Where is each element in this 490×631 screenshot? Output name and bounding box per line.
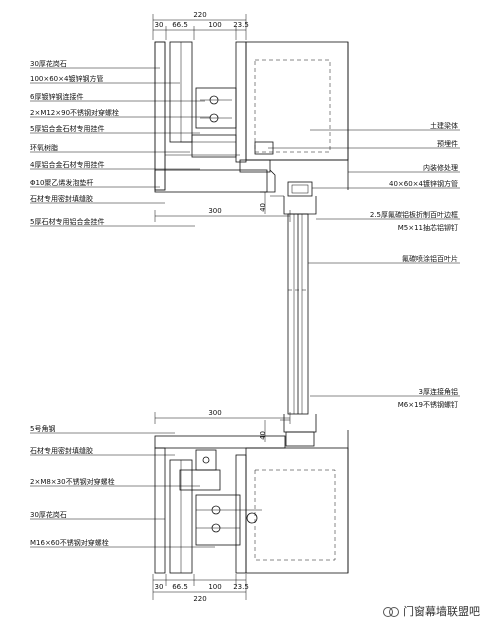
watermark: 门窗幕墙联盟吧 — [383, 603, 480, 619]
right-leader-lines — [268, 129, 460, 397]
label-steel-tube: 100×60×4镀锌钢方管 — [30, 74, 103, 83]
lower-louver-frame — [280, 414, 317, 447]
label-angle-alu: 3厚连接角铝 — [419, 387, 458, 396]
left-leader-lines — [30, 67, 215, 548]
label-embed-plate: 预埋件 — [437, 139, 458, 148]
label-louver-blade: 氟碳喷涂铝百叶片 — [402, 254, 458, 263]
label-sealant-lower: 石材专用密封填缝胶 — [30, 446, 93, 455]
lower-stone-assembly — [154, 435, 286, 574]
label-bolt-m8: 2×M8×30不锈钢对穿螺栓 — [30, 477, 115, 486]
label-sealant-upper: 石材专用密封填缝胶 — [30, 194, 93, 203]
top-total-dim: 220 — [193, 11, 206, 19]
bottom-dimension: 30 66.5 100 23.5 220 — [152, 574, 249, 603]
label-hanger-4: 4厚铝合金石材专用挂件 — [30, 160, 104, 169]
top-dim-2: 66.5 — [172, 21, 188, 29]
label-bolt-m16: M16×60不锈钢对穿螺栓 — [30, 538, 109, 547]
label-pe-rod: Φ10聚乙烯发泡垫杆 — [30, 178, 93, 187]
upper-width-dimension: 300 40 — [154, 192, 291, 222]
top-dim-3: 100 — [208, 21, 221, 29]
label-steel-tube-40: 40×60×4镀锌钢方管 — [389, 179, 458, 188]
label-concrete-beam: 土建梁体 — [430, 121, 458, 130]
right-labels: 土建梁体 预埋件 内装修处理 40×60×4镀锌钢方管 2.5厚氟碳铝板折制百叶… — [370, 121, 458, 409]
lower-small-dim: 40 — [259, 431, 267, 440]
label-hanger-5: 5厚铝合金石材专用挂件 — [30, 124, 104, 133]
bottom-dim-2: 66.5 — [172, 583, 188, 591]
label-screw-m6: M6×19不锈钢螺钉 — [398, 400, 458, 409]
label-granite-30: 30厚花岗石 — [30, 59, 67, 68]
upper-width-dim: 300 — [208, 207, 221, 215]
louver-panel — [287, 213, 309, 415]
label-epoxy: 环氧树脂 — [30, 143, 58, 152]
label-granite-30-lower: 30厚花岗石 — [30, 510, 67, 519]
lower-width-dim: 300 — [208, 409, 221, 417]
left-labels: 30厚花岗石 100×60×4镀锌钢方管 6厚镀锌钢连接件 2×M12×90不锈… — [30, 59, 119, 547]
label-angle-5: 5号角钢 — [30, 424, 55, 433]
bottom-dim-1: 30 — [155, 583, 164, 591]
lower-width-dimension: 300 40 — [154, 409, 291, 442]
upper-small-dim: 40 — [259, 203, 267, 212]
upper-louver-frame — [270, 181, 317, 215]
bottom-dim-3: 100 — [208, 583, 221, 591]
bottom-total-dim: 220 — [193, 595, 206, 603]
bottom-dim-4: 23.5 — [233, 583, 249, 591]
top-dim-1: 30 — [155, 21, 164, 29]
label-bolt-m12: 2×M12×90不锈钢对穿螺栓 — [30, 108, 119, 117]
watermark-logo-icon — [383, 605, 399, 617]
watermark-text: 门窗幕墙联盟吧 — [403, 605, 480, 618]
label-louver-frame: 2.5厚氟碳铝板折制百叶边框 — [370, 210, 458, 219]
top-dim-4: 23.5 — [233, 21, 249, 29]
label-interior-finish: 内装修处理 — [423, 163, 458, 172]
top-dimension: 220 30 66.5 100 23.5 — [152, 11, 249, 40]
label-steel-connector: 6厚镀锌钢连接件 — [30, 92, 83, 101]
upper-concrete-beam — [245, 41, 349, 190]
label-rivet-m5: M5×11抽芯铝铆钉 — [398, 223, 458, 232]
label-alu-hanger: 5厚石材专用铝合金挂件 — [30, 217, 104, 226]
lower-concrete-beam — [245, 430, 349, 574]
